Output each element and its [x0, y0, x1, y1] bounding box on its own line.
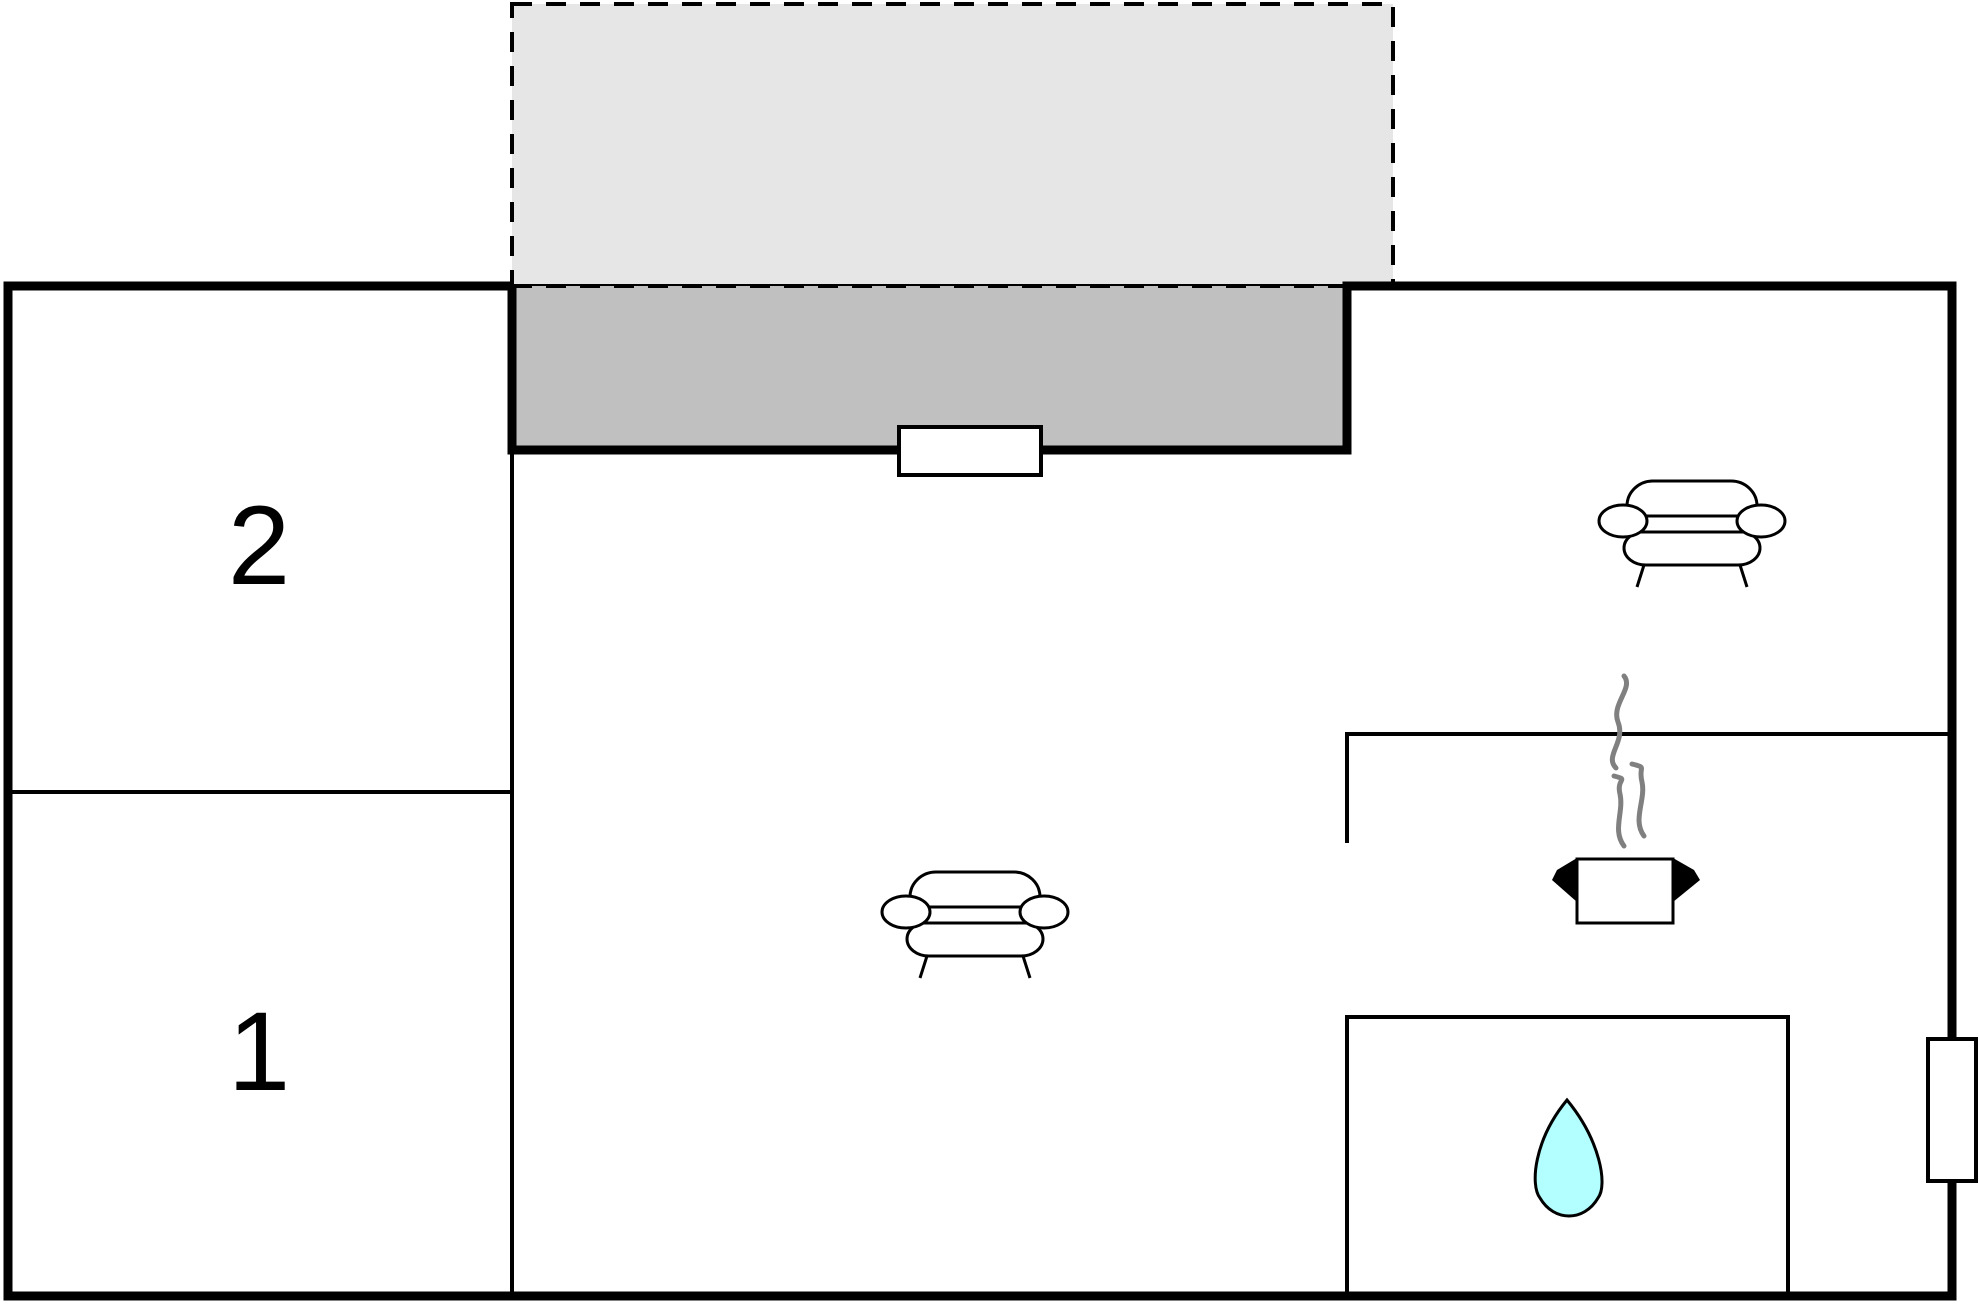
- water-drop-icon: [1533, 1097, 1604, 1218]
- sofa-icon: [880, 870, 1070, 980]
- interior-wall-bathroom: [1345, 1015, 1790, 1296]
- sofa-icon: [1597, 479, 1787, 589]
- outer-wall: [3, 281, 1957, 1301]
- open-terrace: [510, 2, 1395, 288]
- interior-wall-kitchen: [1345, 732, 1952, 843]
- cooking-pot-icon: [1552, 673, 1700, 925]
- room-label-1: 1: [228, 989, 290, 1114]
- covered-terrace: [512, 286, 1347, 450]
- terrace-door: [897, 425, 1043, 477]
- room-label-2: 2: [228, 483, 290, 608]
- side-window: [1926, 1037, 1978, 1183]
